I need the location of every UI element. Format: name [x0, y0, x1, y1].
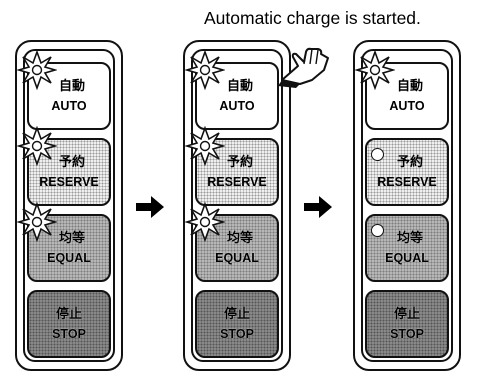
button-label-jp: 予約	[58, 154, 85, 169]
button-label-en: AUTO	[51, 99, 87, 113]
lit-indicator-icon	[17, 50, 57, 90]
stop-button[interactable]: 停止 STOP	[27, 290, 111, 358]
panel-bezel	[23, 49, 115, 362]
lit-indicator-icon	[185, 50, 225, 90]
lit-indicator-icon	[185, 126, 225, 166]
button-label-en: RESERVE	[39, 175, 99, 189]
control-panel-3: 自動 AUTO 予約 RESERVE 均等 EQUAL 停止 STOP	[353, 40, 461, 371]
lit-indicator-icon	[17, 126, 57, 166]
reserve-button[interactable]: 予約 RESERVE	[365, 138, 449, 206]
stop-button[interactable]: 停止 STOP	[195, 290, 279, 358]
button-label-jp: 自動	[58, 78, 85, 93]
lit-indicator-icon	[17, 202, 57, 242]
button-label-jp: 停止	[223, 306, 250, 321]
button-label-en: EQUAL	[47, 251, 91, 265]
button-label-jp: 均等	[58, 230, 85, 245]
pointing-hand-icon	[278, 47, 329, 88]
lit-indicator-icon	[185, 202, 225, 242]
lit-indicator-icon	[355, 50, 395, 90]
button-label-jp: 停止	[393, 306, 420, 321]
button-label-jp: 自動	[396, 78, 423, 93]
button-label-en: RESERVE	[377, 175, 437, 189]
button-label-en: EQUAL	[385, 251, 429, 265]
reserve-button[interactable]: 予約 RESERVE	[17, 126, 111, 206]
equal-button[interactable]: 均等 EQUAL	[17, 202, 111, 282]
equal-button[interactable]: 均等 EQUAL	[365, 214, 449, 282]
right-arrow-icon	[136, 196, 164, 218]
panel-bezel	[361, 49, 453, 362]
button-label-en: EQUAL	[215, 251, 259, 265]
button-label-jp: 自動	[226, 78, 253, 93]
button-label-en: STOP	[390, 327, 424, 341]
right-arrow-icon	[304, 196, 332, 218]
button-label-en: STOP	[52, 327, 86, 341]
auto-button[interactable]: 自動 AUTO	[355, 50, 449, 130]
button-label-jp: 停止	[55, 306, 82, 321]
auto-button[interactable]: 自動 AUTO	[17, 50, 111, 130]
button-label-en: STOP	[220, 327, 254, 341]
button-label-en: RESERVE	[207, 175, 267, 189]
button-label-en: AUTO	[219, 99, 255, 113]
button-label-jp: 均等	[226, 230, 253, 245]
equal-button[interactable]: 均等 EQUAL	[185, 202, 279, 282]
caption: Automatic charge is started.	[204, 8, 421, 28]
panel-bezel	[191, 49, 283, 362]
reserve-button[interactable]: 予約 RESERVE	[185, 126, 279, 206]
button-label-en: AUTO	[389, 99, 425, 113]
unlit-indicator-icon	[371, 224, 384, 237]
stop-button[interactable]: 停止 STOP	[365, 290, 449, 358]
unlit-indicator-icon	[371, 148, 384, 161]
button-label-jp: 予約	[226, 154, 253, 169]
control-panel-2: 自動 AUTO 予約 RESERVE 均等 EQUAL 停止 STOP	[183, 40, 291, 371]
button-label-jp: 予約	[396, 154, 423, 169]
auto-button[interactable]: 自動 AUTO	[185, 50, 279, 130]
control-panel-1: 自動 AUTO 予約 RESERVE 均等 EQUAL 停止 STOP	[15, 40, 123, 371]
button-label-jp: 均等	[396, 230, 423, 245]
